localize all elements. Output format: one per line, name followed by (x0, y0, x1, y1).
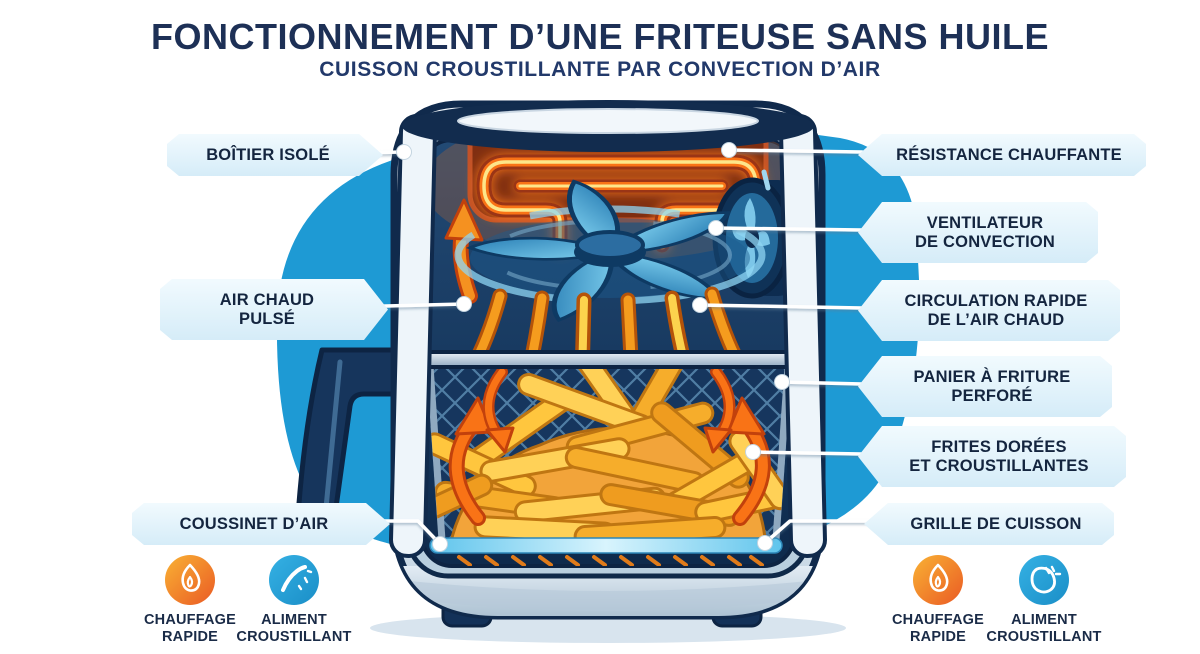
air-cushion-bar (429, 537, 783, 554)
label-circulation-rapide: CIRCULATION RAPIDE DE L’AIR CHAUD (858, 280, 1120, 341)
page-title: FONCTIONNEMENT D’UNE FRITEUSE SANS HUILE (150, 16, 1050, 57)
feature-caption: CHAUFFAGE RAPIDE (143, 612, 237, 645)
label-panier-friture: PANIER À FRITURE PERFORÉ (858, 356, 1112, 417)
circulation-arrows (448, 366, 771, 526)
label-boitier-isole: BOÎTIER ISOLÉ (167, 134, 383, 176)
page-subtitle: CUISSON CROUSTILLANTE PAR CONVECTION D’A… (319, 58, 881, 81)
feature-chauffage-rapide-left: CHAUFFAGE RAPIDE (128, 554, 252, 645)
feature-caption: ALIMENT CROUSTILLANT (236, 612, 352, 645)
convection-fan (454, 179, 766, 322)
leader-lines (342, 148, 870, 546)
label-frites-dorees: FRITES DORÉES ET CROUSTILLANTES (858, 426, 1126, 487)
basket-rail (422, 350, 794, 369)
lid-rim (457, 108, 759, 134)
feature-caption: CHAUFFAGE RAPIDE (891, 612, 985, 645)
label-coussinet-air: COUSSINET D’AIR (132, 503, 390, 545)
feature-caption: ALIMENT CROUSTILLANT (986, 612, 1102, 645)
label-ventilateur-convection: VENTILATEUR DE CONVECTION (858, 202, 1098, 263)
flame-icon (913, 555, 963, 605)
feature-aliment-croustillant-right: ALIMENT CROUSTILLANT (980, 554, 1108, 645)
flame-icon (165, 555, 215, 605)
leader-dots (396, 142, 790, 552)
feature-aliment-croustillant-left: ALIMENT CROUSTILLANT (232, 554, 356, 645)
crispy-food-icon (1019, 555, 1069, 605)
label-air-chaud-pulse: AIR CHAUD PULSÉ (160, 279, 388, 340)
label-resistance-chauffante: RÉSISTANCE CHAUFFANTE (858, 134, 1146, 176)
cooking-grid (443, 555, 775, 566)
label-grille-cuisson: GRILLE DE CUISSON (864, 503, 1114, 545)
crispy-food-icon (269, 555, 319, 605)
feature-chauffage-rapide-right: CHAUFFAGE RAPIDE (876, 554, 1000, 645)
